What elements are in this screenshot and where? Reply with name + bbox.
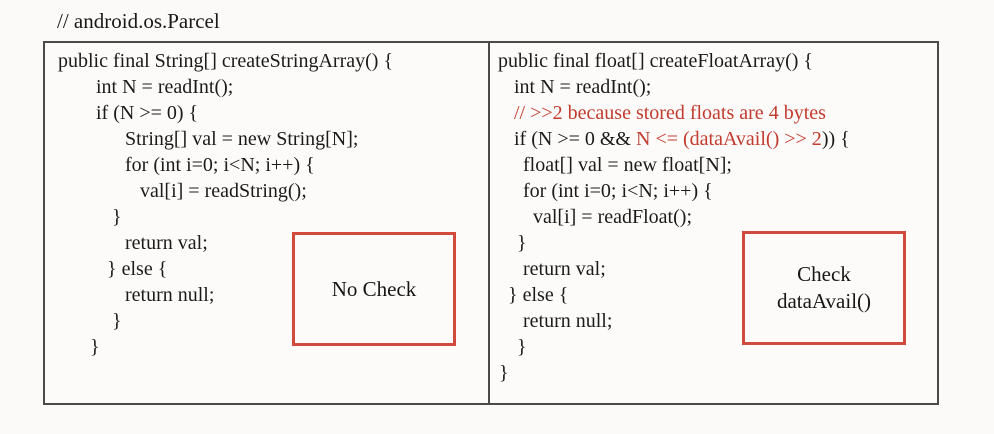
code-line: } xyxy=(498,360,937,386)
code-segment: } else { xyxy=(107,258,168,280)
code-segment: } xyxy=(517,232,527,254)
code-segment: public final float[] createFloatArray() … xyxy=(498,50,814,72)
code-line: return val; xyxy=(498,256,937,282)
code-segment: } xyxy=(90,336,100,358)
code-segment: } xyxy=(499,362,509,384)
code-block-float-array: public final float[] createFloatArray() … xyxy=(490,43,937,386)
code-line: float[] val = new float[N]; xyxy=(498,152,937,178)
code-segment: } xyxy=(112,310,122,332)
code-line: if (N >= 0 && N <= (dataAvail() >> 2)) { xyxy=(498,126,937,152)
code-segment: return val; xyxy=(125,232,208,254)
code-line: } xyxy=(58,334,488,360)
code-segment: if (N >= 0) { xyxy=(96,102,199,124)
code-segment: } xyxy=(517,336,527,358)
code-line: } else { xyxy=(58,256,488,282)
code-line: int N = readInt(); xyxy=(498,74,937,100)
code-line: public final String[] createStringArray(… xyxy=(58,48,488,74)
code-line: return val; xyxy=(58,230,488,256)
callout-no-check: No Check xyxy=(292,232,456,346)
code-segment: for (int i=0; i<N; i++) { xyxy=(523,180,713,202)
panel-create-float-array: public final float[] createFloatArray() … xyxy=(490,43,937,403)
code-line: } xyxy=(58,204,488,230)
code-segment: int N = readInt(); xyxy=(514,76,652,98)
code-segment: for (int i=0; i<N; i++) { xyxy=(125,154,315,176)
code-line: } xyxy=(498,334,937,360)
code-line: val[i] = readString(); xyxy=(58,178,488,204)
code-line: } else { xyxy=(498,282,937,308)
code-line: if (N >= 0) { xyxy=(58,100,488,126)
callout-label-line: dataAvail() xyxy=(776,289,872,313)
code-segment-highlighted: // >>2 because stored floats are 4 bytes xyxy=(514,102,826,124)
code-segment: float[] val = new float[N]; xyxy=(523,154,732,176)
code-segment: return null; xyxy=(125,284,215,306)
code-line: return null; xyxy=(58,282,488,308)
callout-label-line: Check xyxy=(797,262,851,286)
code-line: val[i] = readFloat(); xyxy=(498,204,937,230)
code-segment: } xyxy=(112,206,122,228)
code-line: int N = readInt(); xyxy=(58,74,488,100)
code-segment: return val; xyxy=(523,258,606,280)
code-segment: val[i] = readFloat(); xyxy=(533,206,692,228)
code-line: String[] val = new String[N]; xyxy=(58,126,488,152)
code-comparison-table: public final String[] createStringArray(… xyxy=(43,41,939,405)
code-line: // >>2 because stored floats are 4 bytes xyxy=(498,100,937,126)
code-line: public final float[] createFloatArray() … xyxy=(498,48,937,74)
code-segment: int N = readInt(); xyxy=(96,76,234,98)
code-segment: val[i] = readString(); xyxy=(140,180,307,202)
code-segment: } else { xyxy=(508,284,569,306)
code-segment: if (N >= 0 && xyxy=(514,128,636,150)
panel-create-string-array: public final String[] createStringArray(… xyxy=(45,43,490,403)
code-segment: )) { xyxy=(821,128,850,150)
code-segment: public final String[] createStringArray(… xyxy=(58,50,394,72)
code-segment: String[] val = new String[N]; xyxy=(125,128,359,150)
code-block-string-array: public final String[] createStringArray(… xyxy=(45,43,488,360)
callout-check-dataavail: Check dataAvail() xyxy=(742,231,906,345)
package-comment-heading: // android.os.Parcel xyxy=(57,9,220,33)
code-line: } xyxy=(58,308,488,334)
code-segment: return null; xyxy=(523,310,613,332)
callout-label-line: No Check xyxy=(331,276,417,301)
code-segment-highlighted: N <= (dataAvail() >> 2 xyxy=(636,128,822,150)
code-line: for (int i=0; i<N; i++) { xyxy=(58,152,488,178)
code-line: } xyxy=(498,230,937,256)
code-line: return null; xyxy=(498,308,937,334)
code-line: for (int i=0; i<N; i++) { xyxy=(498,178,937,204)
